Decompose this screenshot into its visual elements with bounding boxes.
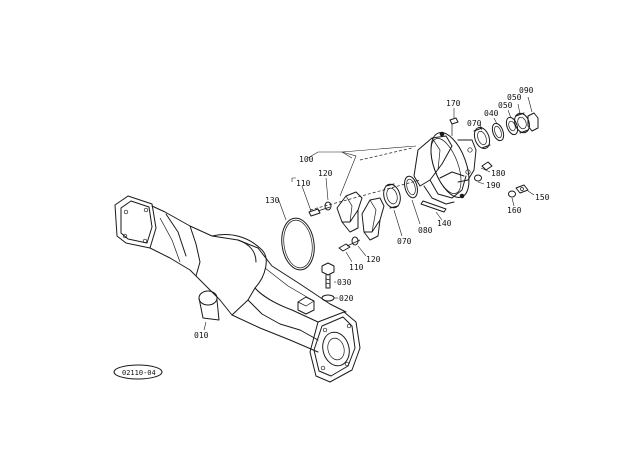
callout-050-b: 050 [507,93,522,102]
knuckle-housing [359,131,477,205]
callout-130: 130 [265,196,280,205]
washer-020 [321,294,335,302]
callout-110-low: 110 [349,263,364,272]
callout-180: 180 [491,169,506,178]
washer-190 [474,174,482,182]
callout-090: 090 [519,86,534,95]
callout-030: 030 [337,278,352,287]
reference-code-badge: 02110-04 [113,364,163,380]
callout-120-top: 120 [318,169,333,178]
callout-150: 150 [535,193,550,202]
bolt-170 [449,117,459,136]
callout-080: 080 [418,226,433,235]
spacer-040 [491,122,505,142]
callout-040: 040 [484,109,499,118]
callout-120-low: 120 [366,255,381,264]
bolt-110-lower [338,239,361,252]
cap-090 [527,112,539,132]
callout-050-a: 050 [498,101,513,110]
seal-080 [404,175,418,199]
bolt-180 [481,161,493,171]
callout-190: 190 [486,181,501,190]
reference-code: 02110-04 [122,369,156,377]
callout-140: 140 [437,219,452,228]
callout-110-top: 110 [296,179,311,188]
washer-120-lower [351,236,359,246]
callout-010: 010 [194,331,209,340]
o-ring-130 [281,217,315,271]
callout-170: 170 [446,99,461,108]
bracket-assembly-100 [309,179,421,241]
plug-030 [321,262,335,289]
pin-140 [420,200,447,213]
callout-070-top: 070 [467,119,482,128]
callout-100: 100 [299,155,314,164]
leader-lines [203,96,535,331]
seal-050 [505,116,519,136]
washer-120-upper [324,201,332,211]
bearing-050 [514,112,530,134]
bearing-070-top [473,126,491,150]
washer-160 [508,190,516,198]
bearing-070-mid [383,183,401,209]
bolt-110-upper [308,206,331,217]
axle-housing [114,195,361,383]
callout-020: 020 [339,294,354,303]
bolt-150 [515,184,529,194]
callout-160: 160 [507,206,522,215]
callout-070-mid: 070 [397,237,412,246]
